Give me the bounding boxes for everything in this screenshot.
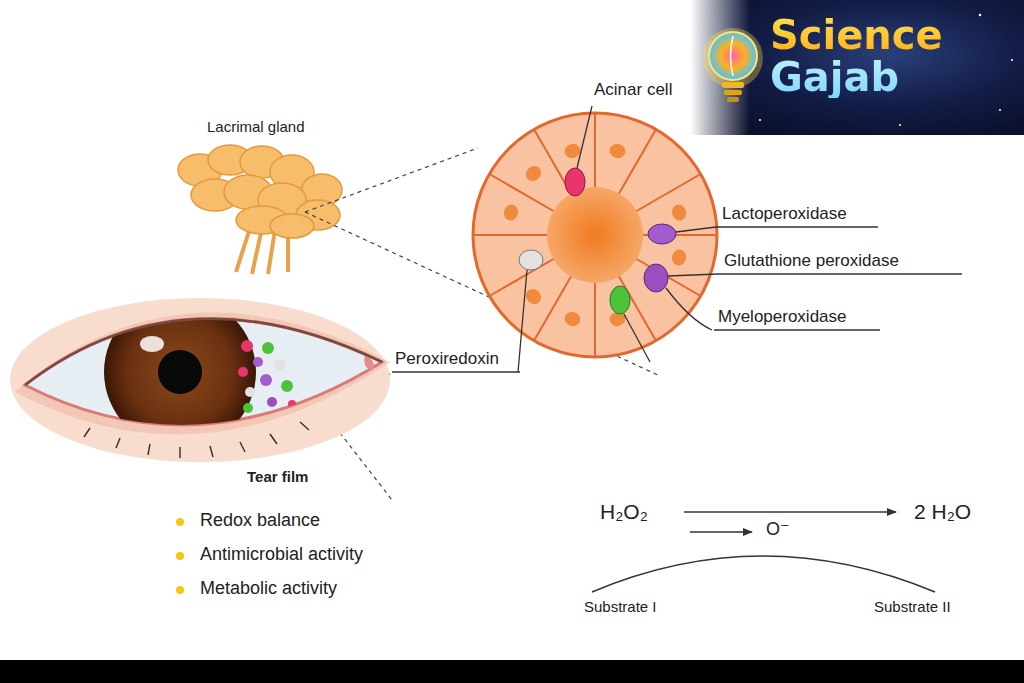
acinar-rosette [473,113,717,357]
formula: O⁻ [766,519,790,541]
bullet-dots [176,518,184,594]
lacrimal-gland [178,145,342,274]
reaction-arrows [592,512,935,592]
logo-wordmark: Science Gajab [770,14,1010,98]
logo-text: Science Gajab [770,14,1010,98]
bullet-text: Metabolic activity [200,578,337,600]
formula: 2 H₂O [914,499,971,524]
enzyme-label: Glutathione peroxidase [724,251,899,271]
stars [759,14,1013,126]
substrate-label: Substrate I [584,598,657,616]
region-label: Tear film [247,468,308,486]
logo-panel [690,0,1024,135]
enzyme-label: Myeloperoxidase [718,307,847,327]
part-label: Acinar cell [594,80,672,100]
logo-fade [690,0,1024,135]
substrate-label: Substrate II [874,598,951,616]
formula: H₂O₂ [600,499,648,524]
enzyme-label: Peroxiredoxin [395,349,499,369]
bullet-text: Antimicrobial activity [200,544,363,566]
enzyme-label: Lactoperoxidase [722,204,847,224]
bottom-bar [0,660,1024,683]
gland-label: Lacrimal gland [207,118,305,136]
lightbulb-icon [703,28,763,102]
eye [10,296,390,462]
bullet-text: Redox balance [200,510,320,532]
leader-lines [392,106,962,372]
